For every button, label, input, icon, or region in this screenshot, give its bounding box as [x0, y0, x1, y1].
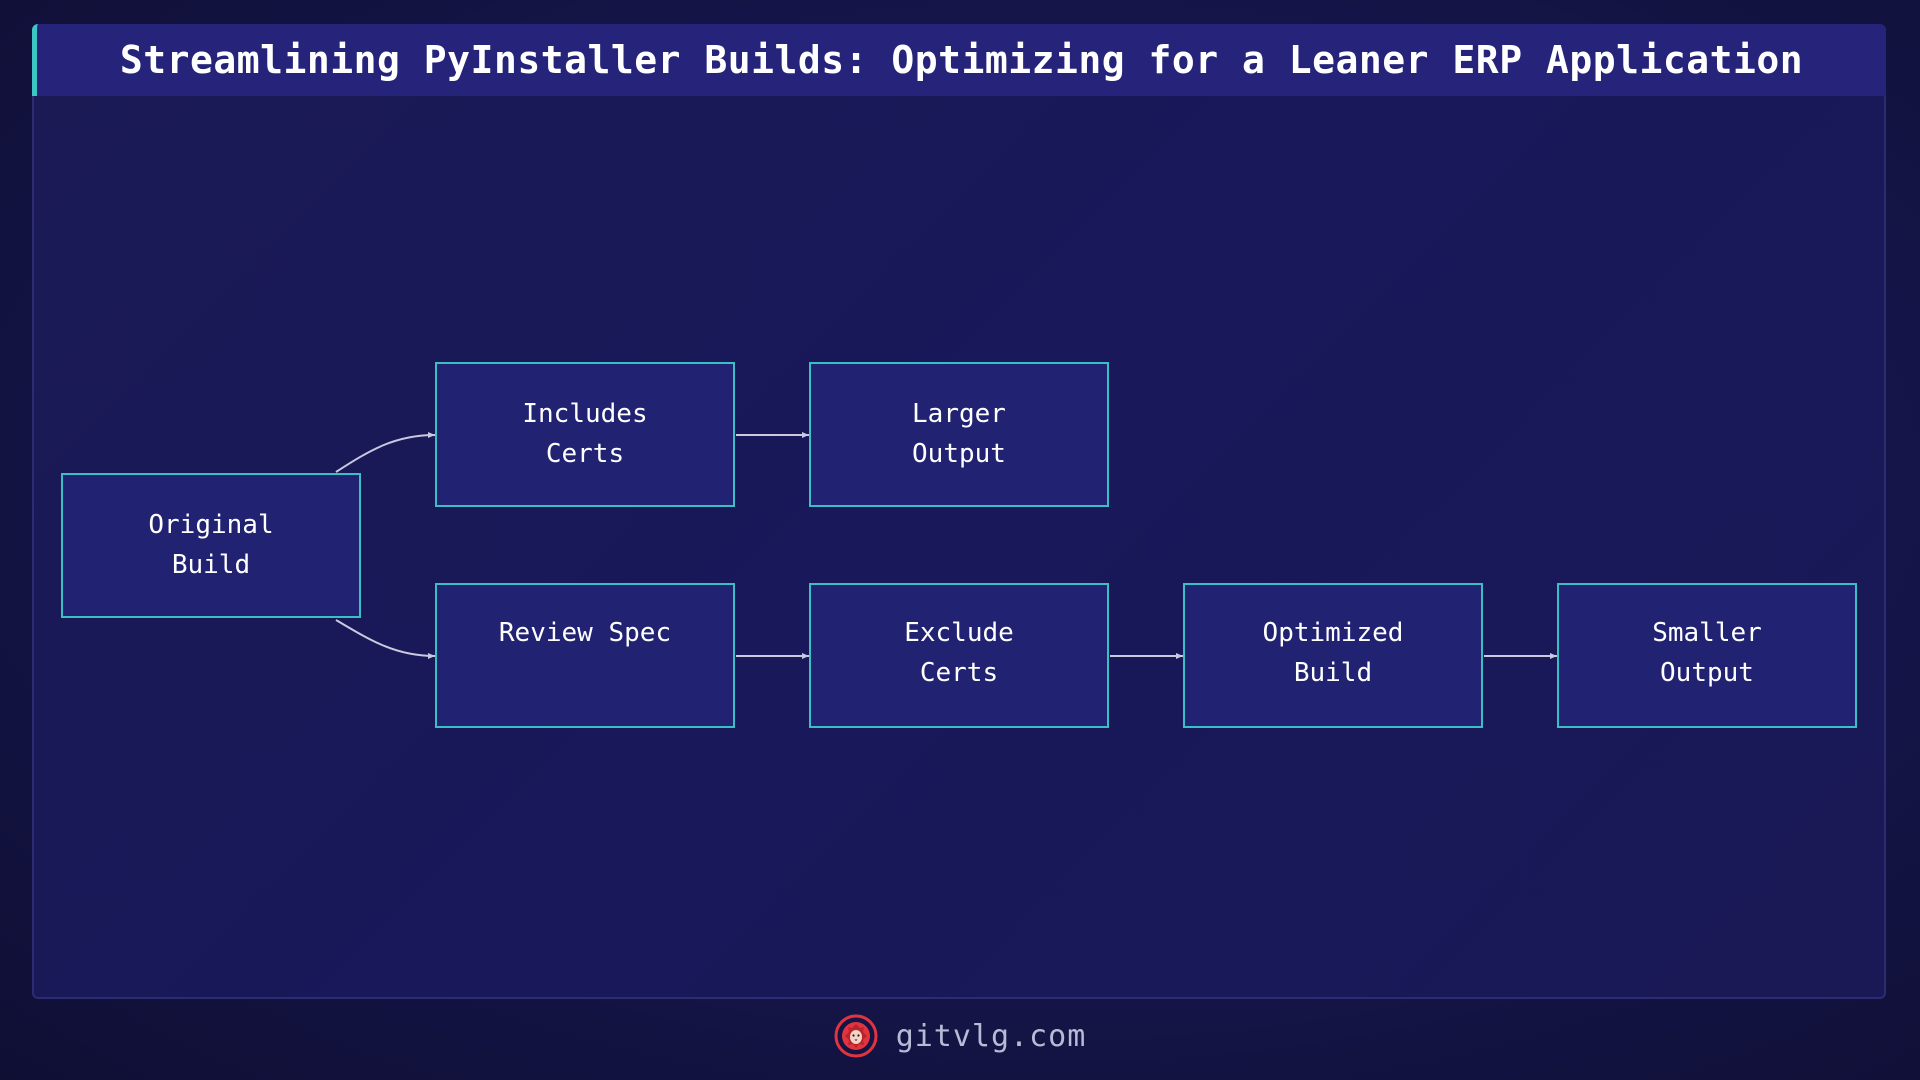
node-original-build: Original Build: [61, 473, 361, 618]
edge-original-to-includes: [335, 432, 436, 473]
node-larger-output-label: Larger Output: [912, 399, 1006, 469]
node-review-spec: Review Spec: [435, 583, 735, 728]
lion-logo-icon: [834, 1014, 878, 1058]
page-title: Streamlining PyInstaller Builds: Optimiz…: [119, 38, 1804, 82]
node-review-spec-label: Review Spec: [498, 618, 672, 648]
edge-original-to-review: [335, 619, 436, 659]
node-smaller-output-label: Smaller Output: [1652, 618, 1762, 688]
node-optimized-build-label: Optimized Build: [1262, 618, 1404, 688]
node-includes-certs-label: Includes Certs: [522, 399, 648, 469]
node-exclude-certs: Exclude Certs: [809, 583, 1109, 728]
footer-site-link[interactable]: gitvlg.com: [895, 1018, 1087, 1054]
node-includes-certs: Includes Certs: [435, 362, 735, 507]
node-larger-output: Larger Output: [809, 362, 1109, 507]
node-original-build-label: Original Build: [148, 510, 274, 580]
node-smaller-output: Smaller Output: [1557, 583, 1857, 728]
node-exclude-certs-label: Exclude Certs: [904, 618, 1014, 688]
footer: gitvlg.com: [0, 1010, 1920, 1062]
title-bar: Streamlining PyInstaller Builds: Optimiz…: [32, 24, 1886, 96]
node-optimized-build: Optimized Build: [1183, 583, 1483, 728]
